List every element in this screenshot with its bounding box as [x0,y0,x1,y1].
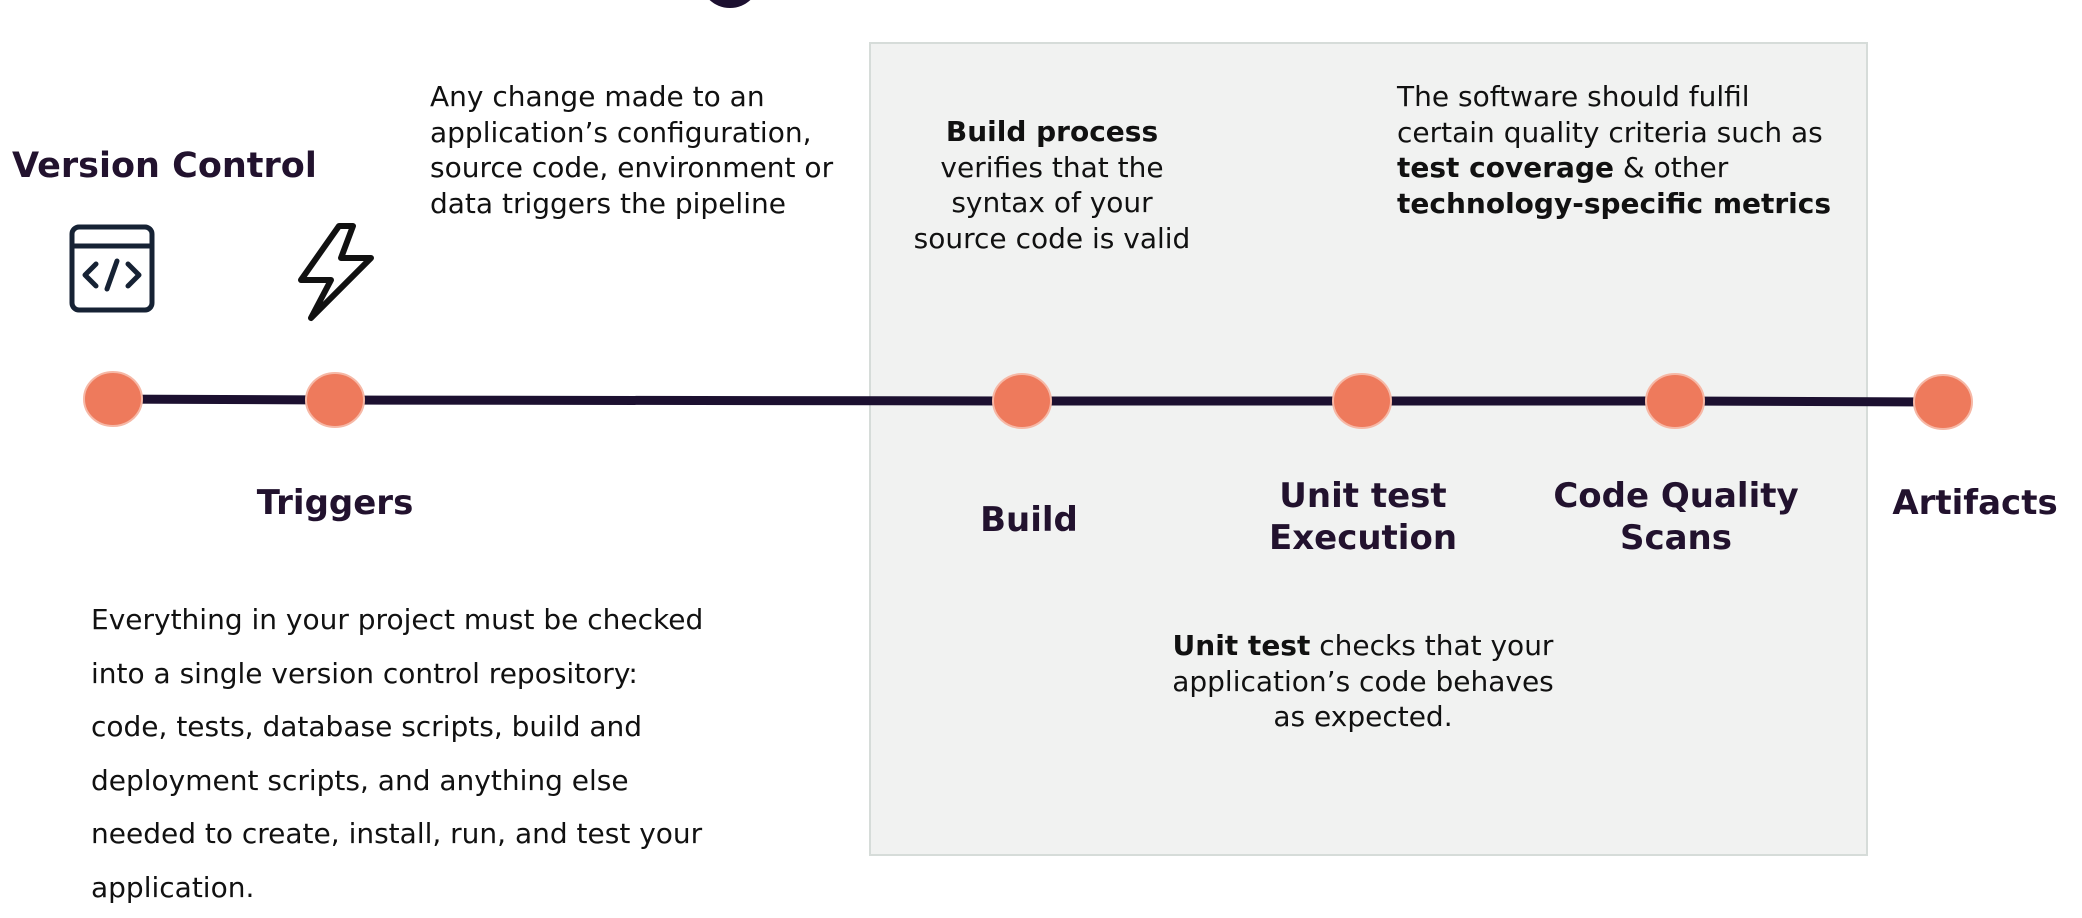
stage-label-artifacts: Artifacts [1892,483,2058,523]
ci-stages-panel [869,42,1868,856]
stage-node-unit-test [1332,373,1392,429]
lightning-bolt-icon [298,223,374,321]
code-window-icon [69,224,155,313]
stage-node-artifacts [1913,374,1973,430]
pipeline-line [112,394,1944,407]
stage-label-code-quality: Code Quality Scans [1553,476,1799,558]
stage-label-build: Build [980,500,1078,540]
version-control-description: Everything in your project must be check… [91,603,704,904]
triggers-description: Any change made to an application’s conf… [430,80,834,220]
stage-node-build [992,373,1052,429]
stage-label-unit-test: Unit test Execution [1268,476,1458,558]
unit-test-description: Unit test checks that your application’s… [1172,629,1554,733]
build-description: Build process verifies that the syntax o… [913,115,1191,255]
version-control-title: Version Control [12,146,317,186]
stage-node-code-quality [1645,373,1705,429]
stage-node-version-control [83,371,143,427]
stage-label-triggers: Triggers [256,483,414,523]
stage-node-triggers [305,372,365,428]
code-quality-description: The software should fulfil certain quali… [1397,80,1832,220]
